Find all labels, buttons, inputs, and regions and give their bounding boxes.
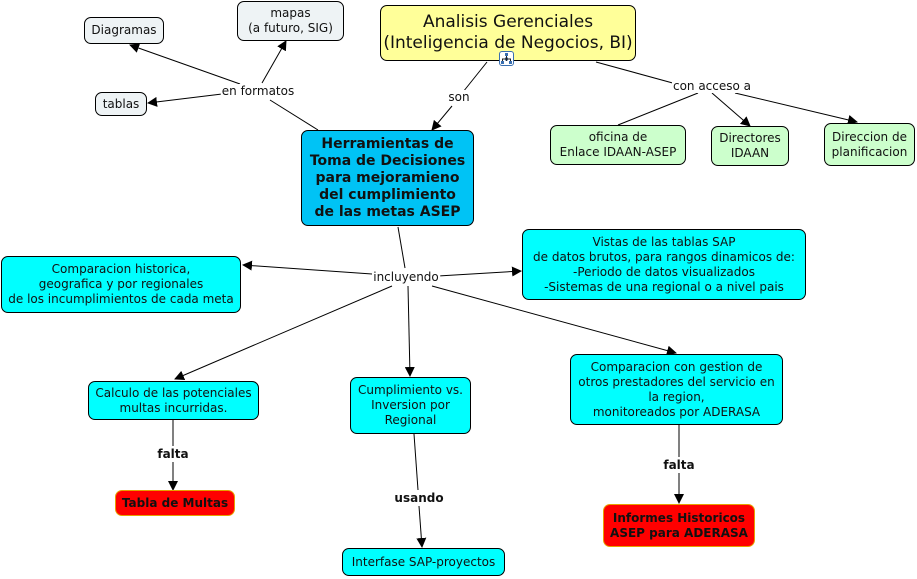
node-herramientas[interactable]: Herramientas de Toma de Decisiones para … — [301, 130, 474, 226]
node-vistas-tablas-sap[interactable]: Vistas de las tablas SAP de datos brutos… — [522, 229, 806, 300]
arrow-usando-interfase — [416, 505, 427, 548]
node-direccion-planificacion[interactable]: Direccion de planificacion — [824, 123, 915, 166]
node-mapas[interactable]: mapas (a futuro, SIG) — [237, 1, 344, 41]
link-label-falta-informes: falta — [662, 458, 696, 472]
node-calculo-multas[interactable]: Calculo de las potenciales multas incurr… — [88, 381, 259, 420]
line-herramientas-incluyendo — [397, 226, 406, 269]
node-interfase-sap[interactable]: Interfase SAP-proyectos — [342, 548, 505, 576]
arrow-incluyendo-cumplimiento — [404, 285, 415, 377]
node-diagramas[interactable]: Diagramas — [84, 17, 164, 44]
arrow-incluyendo-vistas — [437, 266, 522, 277]
link-label-falta-multas: falta — [156, 447, 190, 461]
arrow-incluyendo-gestion — [431, 285, 677, 356]
node-comparacion-gestion[interactable]: Comparacion con gestion de otros prestad… — [570, 354, 783, 425]
node-analisis-gerenciales[interactable]: Analisis Gerenciales (Inteligencia de Ne… — [380, 5, 636, 61]
line-conacceso-oficina — [617, 92, 699, 126]
hierarchy-icon[interactable] — [499, 51, 514, 66]
arrow-conacceso-direccion — [734, 92, 858, 125]
link-label-usando: usando — [393, 491, 445, 505]
line-analisis-conacceso — [595, 61, 681, 86]
link-label-son: son — [447, 90, 471, 104]
node-comparacion-historica[interactable]: Comparacion historica, geografica y por … — [1, 256, 241, 313]
arrow-enformatos-tablas — [147, 93, 223, 107]
node-tablas[interactable]: tablas — [95, 92, 147, 116]
link-label-incluyendo: incluyendo — [372, 270, 440, 284]
arrow-incluyendo-calculo — [174, 285, 393, 381]
node-cumplimiento-inversion[interactable]: Cumplimiento vs. Inversion por Regional — [350, 377, 471, 434]
node-tabla-multas[interactable]: Tabla de Multas — [115, 490, 235, 516]
node-directores-idaan[interactable]: Directores IDAAN — [711, 126, 789, 166]
arrow-conacceso-directores — [711, 92, 751, 127]
node-informes-historicos[interactable]: Informes Historicos ASEP para ADERASA — [603, 504, 755, 547]
line-cumplimiento-usando — [413, 433, 419, 491]
arrow-son-herramientas — [431, 105, 453, 131]
arrow-enformatos-mapas — [261, 40, 287, 84]
arrow-incluyendo-comparacion — [242, 260, 373, 275]
node-oficina-enlace[interactable]: oficina de Enlace IDAAN-ASEP — [550, 125, 686, 165]
arrow-enformatos-diagramas — [129, 43, 241, 85]
line-herramientas-enformatos — [269, 99, 319, 131]
link-label-con-acceso-a: con acceso a — [671, 79, 753, 93]
link-label-en-formatos: en formatos — [220, 84, 296, 98]
